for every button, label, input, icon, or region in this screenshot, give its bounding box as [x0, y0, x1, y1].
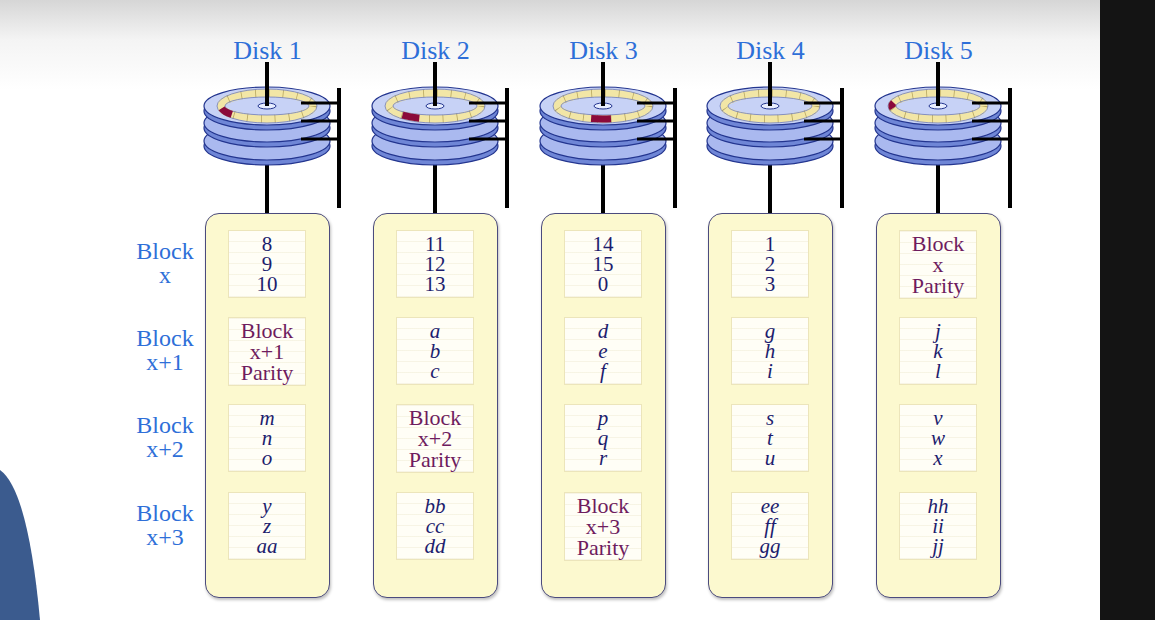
data-block: y z aa [228, 492, 306, 560]
block-text: 14 15 0 [593, 234, 614, 294]
data-block: m n o [228, 404, 306, 472]
disk-label: Disk 3 [542, 37, 665, 66]
block-text: bb cc dd [425, 496, 446, 556]
disk-column: Disk 314 15 0d e fp q rBlock x+3 Parity [541, 213, 666, 598]
block-text: p q r [598, 408, 609, 468]
data-block: v w x [899, 404, 977, 472]
block-text: hh ii jj [928, 496, 949, 556]
block-text: y z aa [257, 496, 278, 556]
data-block: 14 15 0 [564, 230, 642, 298]
block-text: 11 12 13 [425, 234, 446, 294]
disk-column: Disk 5Block x Parityj k lv w xhh ii jj [876, 213, 1001, 598]
disk-column: Disk 18 9 10Block x+1 Paritym n oy z aa [205, 213, 330, 598]
data-block: d e f [564, 317, 642, 385]
disk-label: Disk 5 [877, 37, 1000, 66]
disk-column: Disk 211 12 13a b cBlock x+2 Paritybb cc… [373, 213, 498, 598]
block-text: Block x+1 Parity [241, 320, 294, 383]
data-block: a b c [396, 317, 474, 385]
disk-symbol [204, 62, 339, 213]
block-text: j k l [933, 321, 942, 381]
parity-block: Block x Parity [899, 230, 977, 299]
block-text: d e f [598, 321, 609, 381]
block-text: Block x+2 Parity [409, 407, 462, 470]
data-block: ee ff gg [731, 492, 809, 560]
data-block: bb cc dd [396, 492, 474, 560]
active-sector [403, 115, 420, 118]
active-sector [222, 108, 232, 114]
disk-label: Disk 4 [709, 37, 832, 66]
data-block: 11 12 13 [396, 230, 474, 298]
disk-column: Disk 41 2 3g h is t uee ff gg [708, 213, 833, 598]
active-sector [222, 103, 894, 119]
block-text: a b c [430, 321, 441, 381]
data-block: g h i [731, 317, 809, 385]
block-text: Block x+3 Parity [577, 495, 630, 558]
block-text: s t u [765, 408, 776, 468]
disk-symbol [540, 62, 675, 213]
presenter-shape [0, 470, 40, 620]
block-text: m n o [259, 408, 274, 468]
parity-block: Block x+2 Parity [396, 404, 474, 473]
disk-symbol [707, 62, 842, 213]
data-block: j k l [899, 317, 977, 385]
disk-label: Disk 2 [374, 37, 497, 66]
disk-symbol [372, 62, 507, 213]
data-block: 8 9 10 [228, 230, 306, 298]
block-text: g h i [765, 321, 776, 381]
block-text: 8 9 10 [257, 234, 278, 294]
disk-label: Disk 1 [206, 37, 329, 66]
block-text: 1 2 3 [765, 234, 776, 294]
row-label: Block x+2 [136, 413, 193, 461]
block-text: v w x [931, 408, 945, 468]
active-sector [591, 115, 611, 122]
disk-symbol [875, 62, 1010, 213]
parity-block: Block x+1 Parity [228, 317, 306, 386]
dark-band [1100, 0, 1155, 620]
parity-block: Block x+3 Parity [564, 492, 642, 561]
block-text: ee ff gg [760, 496, 781, 556]
data-block: 1 2 3 [731, 230, 809, 298]
data-block: s t u [731, 404, 809, 472]
active-sector [892, 103, 894, 109]
data-block: hh ii jj [899, 492, 977, 560]
block-text: Block x Parity [912, 233, 965, 296]
row-label: Block x+1 [136, 326, 193, 374]
row-label: Block x+3 [136, 501, 193, 549]
row-label: Block x [136, 239, 193, 287]
data-block: p q r [564, 404, 642, 472]
